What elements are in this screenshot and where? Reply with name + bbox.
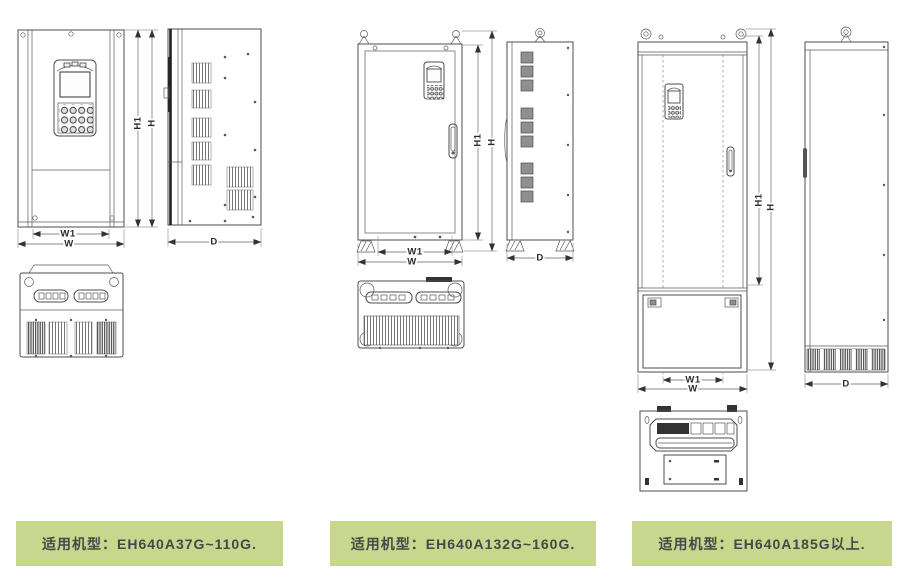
dim-label-h: H — [487, 138, 498, 145]
keypad-display — [667, 90, 681, 104]
dim-label-h1: H1 — [754, 193, 765, 206]
feet — [356, 235, 464, 253]
caption-model-range-large: 适用机型：EH640A185G以上. — [632, 521, 892, 566]
dim-label-h1: H1 — [133, 116, 144, 129]
dim-label-d: D — [842, 379, 849, 390]
keypad-display — [59, 71, 91, 98]
screw-dots — [188, 52, 257, 223]
feet — [505, 239, 575, 252]
large-cabinet-front-view: H1 H W1 W — [637, 28, 778, 396]
dim-label-d: D — [210, 237, 217, 248]
lifting-eye-right — [450, 30, 462, 45]
dim-label-w1: W1 — [407, 247, 422, 258]
side-vents — [520, 51, 534, 203]
terminal-opening — [649, 418, 738, 452]
side-handle — [803, 148, 807, 178]
keypad — [423, 61, 445, 100]
drawing-large-cabinet: H1 H W1 W — [637, 26, 889, 492]
large-cabinet-side-view: D — [803, 26, 889, 391]
bottom-vent-grille — [806, 348, 886, 371]
caption-model-range-small: 适用机型：EH640A37G~110G. — [16, 521, 283, 566]
dim-label-w: W — [688, 384, 697, 395]
drawing-small-drive: H1 H W1 W — [17, 28, 262, 358]
large-cabinet-bottom-view — [639, 405, 748, 492]
keypad-buttons — [59, 104, 94, 133]
dim-label-h: H — [766, 203, 777, 210]
door-handle — [726, 146, 735, 177]
keypad — [664, 83, 684, 120]
bottom-vents — [26, 321, 117, 355]
keypad-display — [426, 68, 442, 83]
dim-label-d: D — [536, 253, 543, 264]
access-plate — [663, 454, 727, 485]
vent-grille — [191, 62, 254, 211]
door-handle — [448, 123, 458, 159]
cooling-fins — [363, 315, 460, 346]
caption-model-range-medium: 适用机型：EH640A132G~160G. — [330, 521, 596, 566]
terminal-slots — [33, 289, 109, 303]
medium-cabinet-side-view: D — [504, 28, 575, 265]
small-drive-front-view: H1 H W1 W — [17, 29, 159, 251]
medium-cabinet-front-view: H1 H W1 W — [356, 30, 499, 269]
lifting-eyes — [640, 28, 747, 40]
keypad-buttons — [668, 105, 681, 118]
small-drive-side-view: D — [163, 28, 262, 249]
panel-clips — [647, 297, 739, 308]
lifting-eye-left — [358, 30, 370, 45]
dim-label-w1: W1 — [685, 375, 700, 386]
dim-label-w: W — [64, 239, 73, 250]
lifting-eye-top — [534, 28, 546, 43]
dim-label-h: H — [147, 119, 158, 126]
dim-label-h1: H1 — [473, 133, 484, 146]
lifting-eye-top — [840, 26, 852, 43]
keypad — [53, 59, 97, 137]
terminal-slots — [365, 291, 462, 304]
drawing-medium-cabinet: H1 H W1 W — [356, 28, 575, 350]
keypad-buttons — [427, 85, 445, 100]
dim-label-w1: W1 — [60, 229, 75, 240]
medium-cabinet-bottom-view — [357, 277, 465, 350]
small-drive-bottom-view — [19, 264, 124, 358]
dim-label-w: W — [407, 257, 416, 268]
